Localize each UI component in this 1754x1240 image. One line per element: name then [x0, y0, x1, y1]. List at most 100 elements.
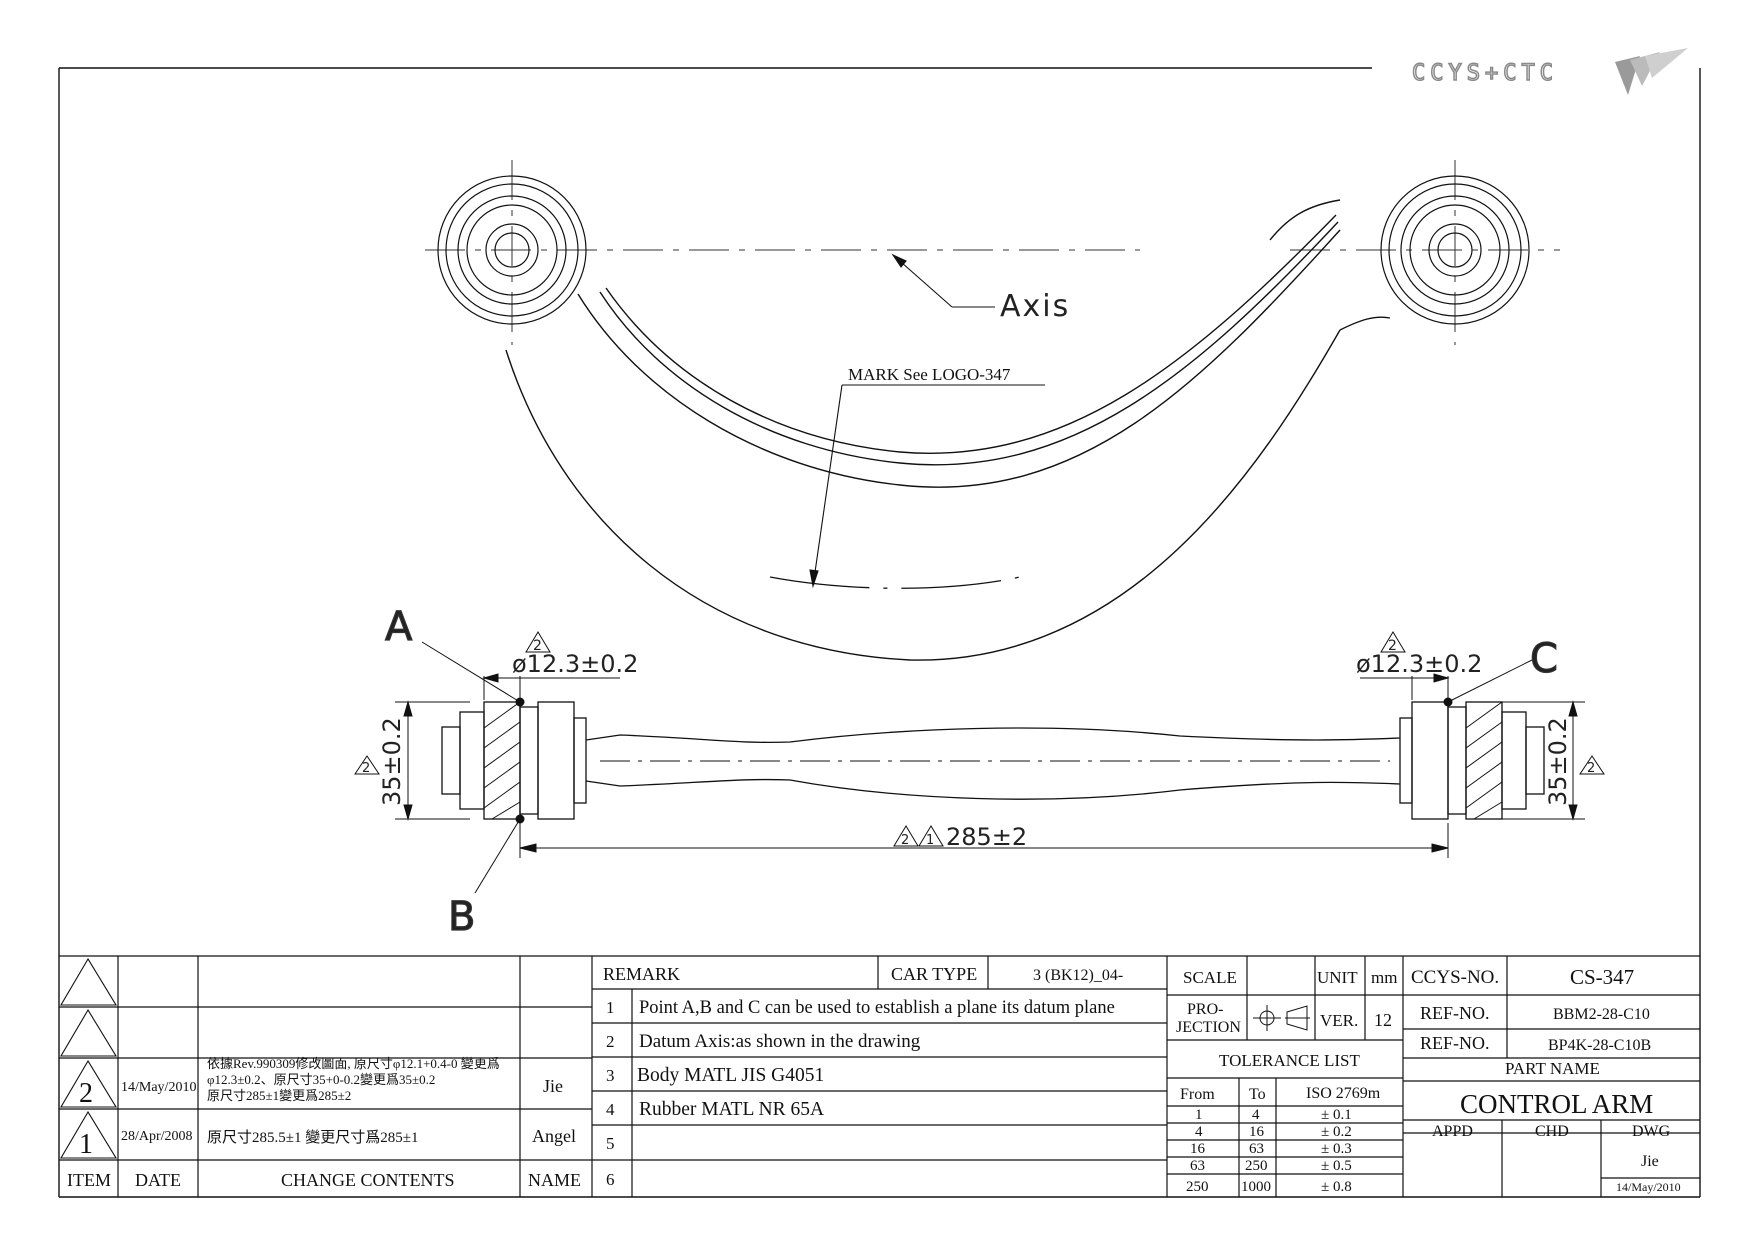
remark-no-4: 4 — [606, 1100, 615, 1119]
ver-value: 12 — [1374, 1010, 1392, 1030]
tol-to-5: 1000 — [1241, 1179, 1271, 1195]
revision-triangles — [60, 957, 117, 1159]
car-type-value: 3 (BK12)_04- — [1033, 967, 1123, 984]
sheet-border — [58, 67, 1701, 1198]
ref-no-value-2: BP4K-28-C10B — [1548, 1037, 1651, 1054]
remark-no-5: 5 — [606, 1134, 615, 1153]
chd-label: CHD — [1535, 1123, 1569, 1140]
ref-no-label-2: REF-NO. — [1420, 1033, 1490, 1053]
tol-header-iso: ISO 2769m — [1306, 1085, 1381, 1102]
height-dim-left — [395, 700, 470, 821]
remark-text-1: Point A,B and C can be used to establish… — [639, 998, 1115, 1018]
height-dim-right — [1500, 700, 1585, 821]
tol-from-4: 63 — [1190, 1158, 1205, 1174]
revision-item-2: 2 — [79, 1078, 93, 1109]
tol-to-1: 4 — [1252, 1107, 1260, 1123]
tolerance-title: TOLERANCE LIST — [1219, 1051, 1360, 1070]
remark-text-3: Body MATL JIS G4051 — [637, 1065, 824, 1086]
right-rubber-hatch — [1465, 701, 1503, 820]
remark-no-1: 1 — [606, 998, 615, 1017]
diameter-dim-left — [482, 673, 620, 700]
remark-no-3: 3 — [606, 1066, 615, 1085]
rev-triangle-icon — [525, 631, 551, 653]
rev-triangle-icon — [1380, 631, 1406, 653]
tol-from-5: 250 — [1186, 1179, 1209, 1195]
part-name-value: CONTROL ARM — [1460, 1089, 1653, 1119]
ccys-no-label: CCYS-NO. — [1411, 967, 1499, 988]
tol-from-3: 16 — [1190, 1141, 1206, 1157]
remark-no-2: 2 — [606, 1032, 615, 1051]
tol-val-3: ± 0.3 — [1321, 1141, 1352, 1157]
revision-content-2-line1: 依據Rev.990309修改圖面, 原尺寸φ12.1+0.4-0 變更爲 — [207, 1056, 500, 1071]
height-label-left: 35±0.2 — [378, 717, 406, 806]
header-change-contents: CHANGE CONTENTS — [281, 1170, 455, 1190]
height-label-right: 35±0.2 — [1544, 717, 1572, 806]
scale-label: SCALE — [1183, 968, 1237, 987]
company-logo: CCYS+CTC — [1411, 48, 1688, 95]
dwg-name: Jie — [1641, 1153, 1659, 1170]
tol-from-1: 1 — [1195, 1107, 1203, 1123]
header-date: DATE — [135, 1170, 181, 1190]
axis-leader — [891, 253, 995, 308]
tol-val-2: ± 0.2 — [1321, 1124, 1352, 1140]
mark-leader — [809, 384, 1045, 589]
mark-label: MARK See LOGO-347 — [848, 365, 1011, 384]
side-view: A B C 2 ø12.3±0.2 2 ø12.3±0.2 — [354, 603, 1605, 941]
tol-val-1: ± 0.1 — [1321, 1107, 1352, 1123]
rev-triangle-num: 2 — [362, 761, 370, 776]
projection-label-1: PRO- — [1187, 1001, 1223, 1018]
diameter-dim-right — [1360, 673, 1450, 700]
datum-points — [515, 697, 1453, 824]
ref-no-value-1: BBM2-28-C10 — [1553, 1006, 1650, 1023]
tol-val-4: ± 0.5 — [1321, 1158, 1352, 1174]
rev-triangle-icon — [1579, 755, 1605, 775]
projection-symbol-icon — [1253, 1005, 1310, 1031]
dwg-label: DWG — [1632, 1123, 1671, 1140]
logo-mark-arc — [769, 576, 1021, 589]
length-dim — [519, 823, 1449, 858]
left-eye-bushing — [437, 175, 587, 325]
revision-date-2: 14/May/2010 — [121, 1080, 196, 1095]
rev-triangle-num: 2 — [533, 638, 542, 654]
remark-header: REMARK — [603, 964, 680, 984]
title-block-grid — [59, 955, 1700, 1197]
revision-content-2-line2: φ12.3±0.2、原尺寸35+0-0.2變更爲35±0.2 — [207, 1072, 435, 1087]
diameter-label-left: ø12.3±0.2 — [512, 650, 638, 678]
unit-value: mm — [1371, 968, 1397, 987]
part-name-label: PART NAME — [1505, 1059, 1600, 1078]
rev-triangle-num: 2 — [901, 833, 909, 848]
logo-text: CCYS+CTC — [1412, 61, 1558, 86]
diameter-label-right: ø12.3±0.2 — [1356, 650, 1482, 678]
revision-content-1: 原尺寸285.5±1 變更尺寸爲285±1 — [207, 1129, 418, 1146]
unit-label: UNIT — [1317, 968, 1358, 987]
ver-label: VER. — [1320, 1011, 1358, 1030]
tol-to-2: 16 — [1249, 1124, 1265, 1140]
revision-item-1: 1 — [79, 1129, 93, 1160]
revision-content-2-line3: 原尺寸285±1變更爲285±2 — [207, 1088, 351, 1103]
rev-triangle-num: 1 — [926, 833, 934, 848]
tol-header-from: From — [1180, 1086, 1215, 1103]
remark-text-2: Datum Axis:as shown in the drawing — [639, 1031, 921, 1052]
tol-val-5: ± 0.8 — [1321, 1179, 1352, 1195]
title-block: 2 14/May/2010 依據Rev.990309修改圖面, 原尺寸φ12.1… — [59, 955, 1700, 1197]
car-type-label: CAR TYPE — [891, 964, 977, 984]
arm-body-outline — [505, 199, 1391, 661]
tol-to-3: 63 — [1249, 1141, 1264, 1157]
revision-name-2: Jie — [543, 1076, 563, 1096]
ccys-no-value: CS-347 — [1570, 965, 1634, 989]
dwg-date: 14/May/2010 — [1616, 1180, 1681, 1194]
rev-triangle-icon — [918, 825, 944, 847]
length-label: 285±2 — [946, 823, 1027, 851]
axis-label: Axis — [1000, 289, 1070, 324]
left-rubber-hatch — [483, 701, 521, 820]
rev-triangle-num: 2 — [1587, 761, 1595, 776]
header-name: NAME — [528, 1170, 581, 1190]
rev-triangle-icon — [893, 825, 919, 847]
revision-date-1: 28/Apr/2008 — [121, 1129, 193, 1144]
header-item: ITEM — [67, 1170, 111, 1190]
datum-label-a: A — [385, 604, 413, 650]
rev-triangle-icon — [354, 755, 380, 775]
left-bushing-side — [441, 701, 587, 820]
appd-label: APPD — [1432, 1123, 1473, 1140]
